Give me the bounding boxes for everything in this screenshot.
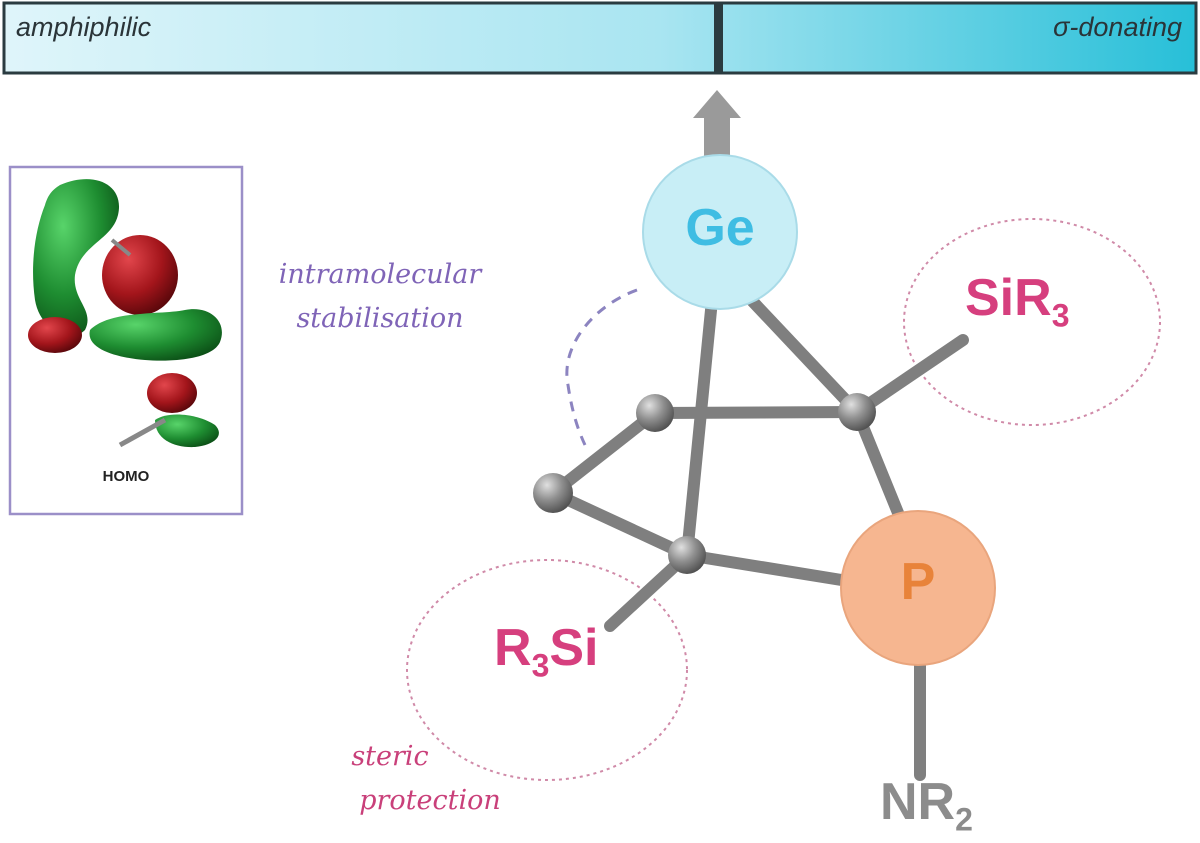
carbon-atom [533,473,573,513]
intramolecular-label-line1: intramolecular [278,259,482,290]
sir3-steric-zone [903,218,1161,426]
homo-orbital [28,179,222,448]
homo-panel [8,165,244,516]
nr2-subscript: 2 [955,801,973,838]
sir3-label: SiR3 [965,268,1105,334]
carbon-atom [636,394,674,432]
steric-label-line2: protection [359,785,501,816]
donor-scale-bar [2,1,1198,75]
r3si-si: Si [549,619,599,677]
intramolecular-arc [565,288,638,446]
scale-right-label: σ-donating [1053,12,1182,42]
r3si-steric-zone [406,559,688,781]
r3si-subscript: 3 [531,647,550,684]
sir3-text: SiR [965,269,1052,327]
phosphorus-atom [840,510,996,666]
homo-label: HOMO [102,468,150,485]
r3si-r: R [494,619,532,677]
steric-protection-label: steric protection [300,735,520,823]
phosphorus-label: P [900,553,936,611]
carbon-atom [838,393,876,431]
r3si-label: R3Si [494,618,654,684]
nr2-text: NR [880,773,956,831]
scale-left-label: amphiphilic [16,12,152,42]
intramolecular-label: intramolecular stabilisation [250,253,510,341]
molecule-bonds [547,282,969,781]
nr2-label: NR2 [880,772,1040,838]
intramolecular-label-line2: stabilisation [296,303,464,334]
steric-label-line1: steric [351,741,429,772]
up-arrow [693,90,741,158]
germanium-label: Ge [685,199,755,257]
germanium-atom [642,154,798,310]
carbon-atom [668,536,706,574]
scale-marker [714,3,723,73]
sir3-subscript: 3 [1051,297,1070,334]
